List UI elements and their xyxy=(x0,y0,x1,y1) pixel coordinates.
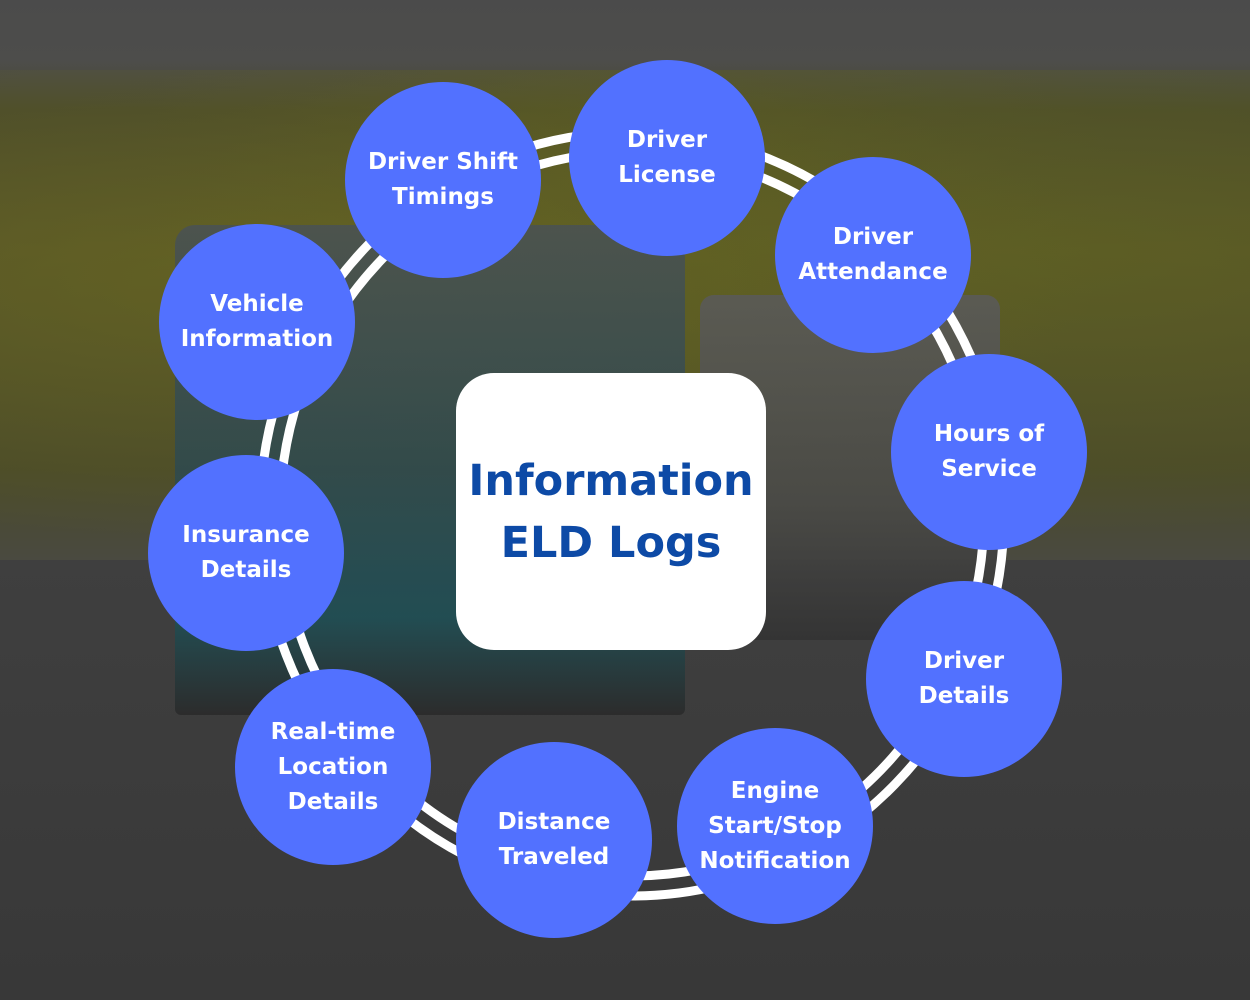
node-hours-of-service: Hours of Service xyxy=(891,354,1087,550)
node-driver-license: Driver License xyxy=(569,60,765,256)
node-driver-attendance: Driver Attendance xyxy=(775,157,971,353)
node-distance-traveled: Distance Traveled xyxy=(456,742,652,938)
node-vehicle-information: Vehicle Information xyxy=(159,224,355,420)
node-engine-start-stop: Engine Start/Stop Notification xyxy=(677,728,873,924)
center-title: Information ELD Logs xyxy=(456,373,766,650)
node-driver-details: Driver Details xyxy=(866,581,1062,777)
node-real-time-location: Real-time Location Details xyxy=(235,669,431,865)
node-insurance-details: Insurance Details xyxy=(148,455,344,651)
node-driver-shift-timings: Driver Shift Timings xyxy=(345,82,541,278)
